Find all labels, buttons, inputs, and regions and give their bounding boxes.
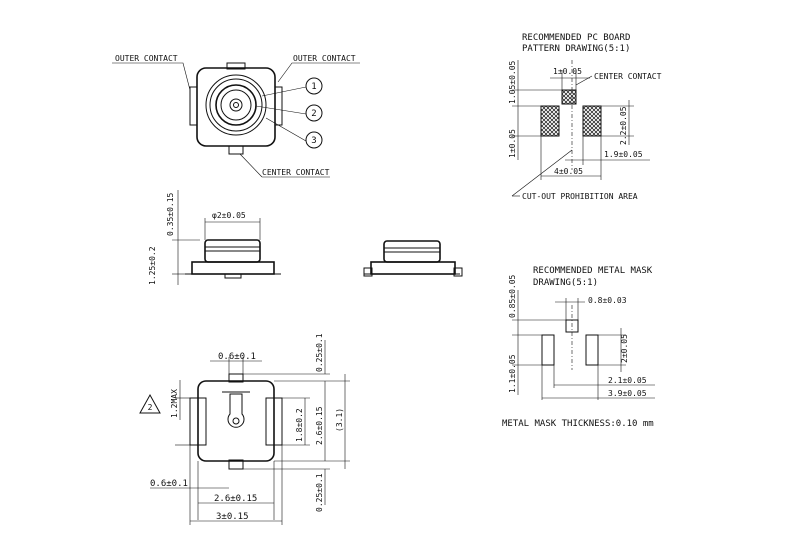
mask-pad-left — [541, 334, 555, 366]
dim-center: 1.8±0.2 — [295, 408, 304, 442]
side2-tab-left — [363, 267, 373, 277]
pcb-pad-left — [540, 105, 560, 137]
pcb-pad-right — [582, 105, 602, 137]
mask-dim-vert-left: 1.1±0.05 — [508, 354, 517, 393]
side-view-pin — [224, 273, 242, 279]
pcb-cutout: CUT-OUT PROHIBITION AREA — [522, 192, 638, 201]
label-outer-contact-left: OUTER CONTACT — [115, 54, 178, 63]
leader-callout-2 — [255, 105, 307, 115]
pcb-center-pad — [561, 89, 577, 105]
dim-top-tab: 0.6±0.1 — [218, 352, 256, 362]
callout-circle-3 — [305, 131, 323, 149]
mask-dim-vert-top: 0.85±0.05 — [508, 274, 517, 318]
top-view-ring-2 — [209, 78, 263, 132]
dim-height-top: 0.35±0.15 — [166, 192, 175, 236]
pcb-dim-bottom: 4±0.05 — [554, 167, 583, 176]
pc-board-pattern: RECOMMENDED PC BOARD PATTERN DRAWING(5:1… — [508, 33, 662, 201]
top-view-ring-4 — [220, 89, 252, 121]
triangle-label: 2 — [148, 403, 153, 412]
bottom-tab-bottom — [228, 459, 244, 470]
bottom-center-dot — [232, 417, 240, 425]
pcb-dim-vert-top: 1.05±0.05 — [508, 60, 517, 104]
pcb-dim-vert-left: 1±0.05 — [508, 129, 517, 158]
top-view-ring-3 — [215, 84, 257, 126]
mask-dim-vert-right: 2±0.05 — [620, 334, 629, 363]
top-view-top-tab — [226, 62, 246, 70]
mask-dim-w2: 3.9±0.05 — [608, 389, 647, 398]
triangle-mark — [139, 393, 161, 414]
callout-num-1: 1 — [311, 82, 316, 92]
callout-circle-1 — [305, 77, 323, 95]
side-view: φ2±0.05 0.35±0.15 1.25±0.2 — [148, 190, 281, 285]
label-outer-contact-right: OUTER CONTACT — [293, 54, 356, 63]
top-view-center-hole — [229, 98, 243, 112]
dim-diameter: φ2±0.05 — [212, 211, 246, 220]
callout-circle-2 — [305, 104, 323, 122]
top-view-center-pin — [228, 145, 244, 155]
leader-callout-3 — [265, 117, 307, 142]
dim-bottom-tab: 0.6±0.1 — [150, 479, 188, 489]
bottom-center-slot — [227, 393, 245, 428]
mask-thickness: METAL MASK THICKNESS:0.10 mm — [502, 419, 654, 429]
label-center-contact: CENTER CONTACT — [262, 168, 330, 177]
dim-width-3: 3±0.15 — [216, 512, 249, 522]
metal-mask: RECOMMENDED METAL MASK DRAWING(5:1) 0.8±… — [502, 266, 655, 429]
mask-dim-top-width: 0.8±0.03 — [588, 296, 627, 305]
top-view-side-tab-left — [189, 86, 198, 126]
top-view-ring-outer — [205, 74, 267, 136]
mask-title-1: RECOMMENDED METAL MASK — [533, 266, 653, 276]
pcb-leader-cutout — [511, 149, 573, 197]
dim-vert-top: 0.25±0.1 — [315, 333, 324, 372]
mask-pad-right — [585, 334, 599, 366]
bottom-view: 2 0.6±0.1 0.25±0.1 1.2MAX 1.8±0.2 2.6±0.… — [139, 333, 350, 525]
leader-outer-right — [277, 62, 360, 83]
side-view-2 — [363, 240, 463, 277]
pcb-title-2: PATTERN DRAWING(5:1) — [522, 44, 630, 54]
mask-title-2: DRAWING(5:1) — [533, 278, 598, 288]
pcb-dim-bottom-right: 1.9±0.05 — [604, 150, 643, 159]
side-view-base — [191, 261, 275, 275]
leader-outer-left — [112, 62, 191, 91]
callout-num-3: 3 — [311, 136, 316, 146]
callout-num-2: 2 — [311, 109, 316, 119]
bottom-tab-top — [228, 373, 244, 383]
dim-height: 1.25±0.2 — [148, 246, 157, 285]
top-view: 1 2 3 OUTER CONTACT OUTER CONTACT CENTER… — [112, 54, 360, 178]
dim-max: 1.2MAX — [170, 389, 179, 418]
pcb-center-contact: CENTER CONTACT — [594, 72, 662, 81]
dim-3-ref: (3.1) — [335, 408, 344, 432]
pcb-leader-center — [575, 75, 593, 86]
pcb-dim-top-width: 1±0.05 — [553, 67, 582, 76]
bottom-pad-left — [189, 397, 207, 446]
pcb-title-1: RECOMMENDED PC BOARD — [522, 33, 630, 43]
side2-base — [370, 261, 456, 275]
mask-dim-w1: 2.1±0.05 — [608, 376, 647, 385]
side2-tab-right — [453, 267, 463, 277]
bottom-pad-right — [265, 397, 283, 446]
top-view-center-dot — [233, 102, 239, 108]
leader-center-diag — [239, 153, 263, 178]
dim-vert-bottom: 0.25±0.1 — [315, 473, 324, 512]
dim-width-26: 2.6±0.15 — [214, 494, 257, 504]
bottom-view-body — [197, 380, 275, 462]
pcb-dim-vert-right: 2.2±0.05 — [619, 106, 628, 145]
dim-26-vert: 2.6±0.15 — [315, 406, 324, 445]
leader-callout-1 — [261, 86, 307, 97]
